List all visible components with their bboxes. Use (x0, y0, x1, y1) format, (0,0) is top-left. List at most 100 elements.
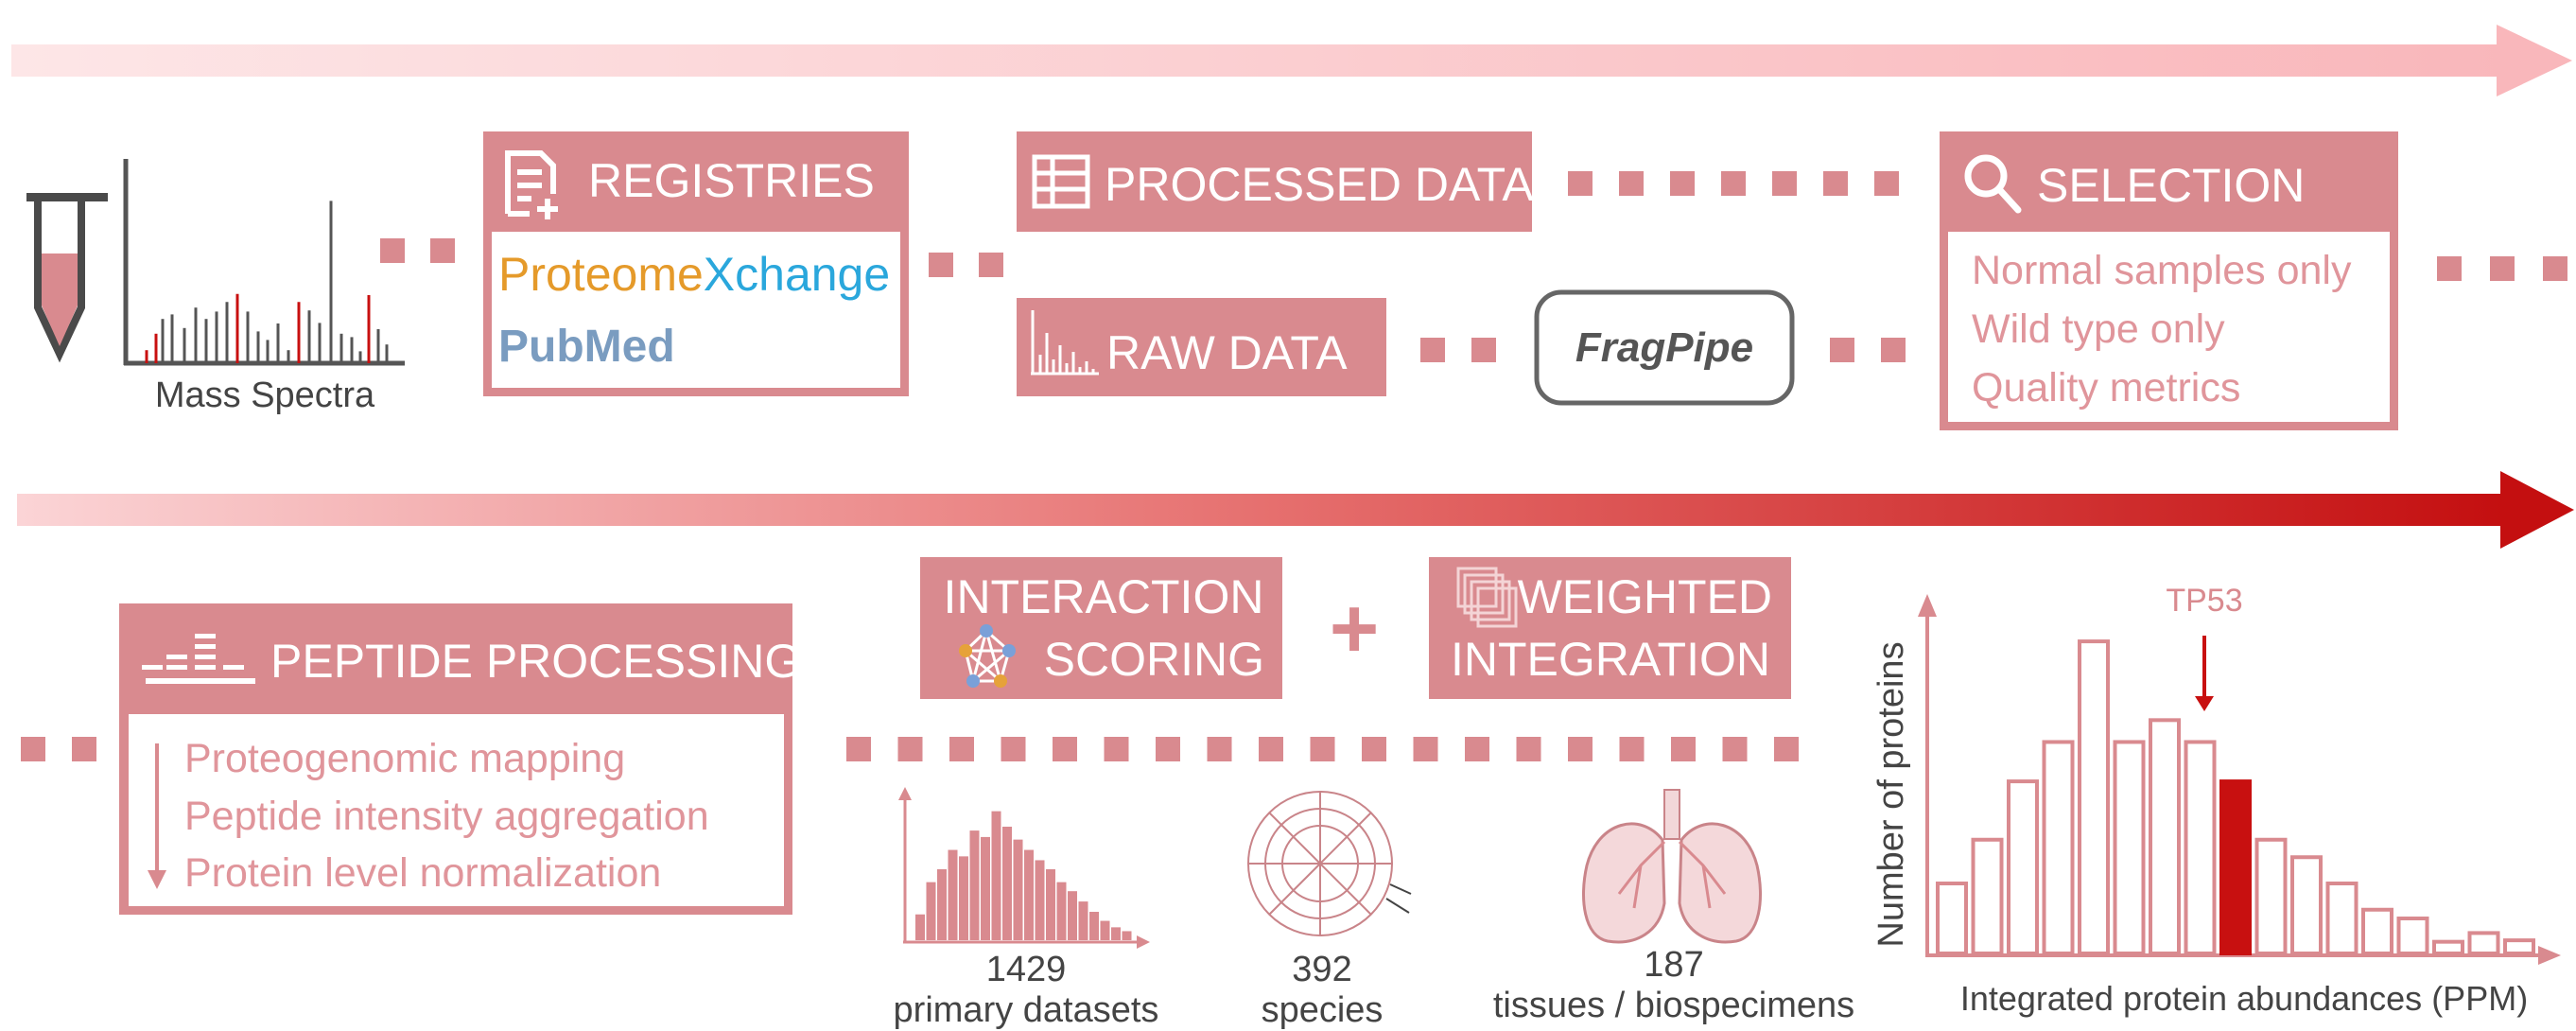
stat-label: tissues / biospecimens (1493, 986, 1854, 1025)
lungs-icon (1581, 789, 1763, 944)
abundance-histogram: TP53 Number of proteins Integrated prote… (1871, 583, 2561, 1018)
mini-histogram-bar (1068, 891, 1077, 940)
spectrum-small-icon (1031, 310, 1099, 376)
peptide-processing-title: PEPTIDE PROCESSING (270, 635, 801, 688)
histogram-bar (2432, 939, 2464, 956)
connector-dot (1619, 737, 1645, 761)
phylogenetic-tree-icon (1247, 791, 1412, 936)
proteomexchange-logo: ProteomeXchange (498, 248, 890, 301)
connector-dot (1053, 737, 1077, 761)
registries-title: REGISTRIES (588, 154, 875, 207)
connector-dots-row2 (846, 737, 1799, 761)
selection-item: Wild type only (1972, 306, 2225, 352)
processed-data-title: PROCESSED DATA (1105, 158, 1534, 211)
selection-box: SELECTION Normal samples only Wild type … (1940, 131, 2398, 430)
connector-dot (1310, 737, 1335, 761)
connector-dot (1259, 737, 1283, 761)
pubmed-logo: PubMed (498, 322, 675, 372)
raw-data-box: RAW DATA (1017, 298, 1386, 396)
top-flow-arrow (11, 25, 2572, 96)
mini-histogram-bar (991, 811, 1001, 940)
mass-spectra-label: Mass Spectra (155, 376, 375, 415)
peptide-step: Protein level normalization (184, 850, 661, 896)
datasets-mini-histogram (898, 787, 1150, 949)
mini-histogram-bar (1100, 920, 1110, 940)
histogram-bar (2184, 740, 2217, 955)
fragpipe-label: FragPipe (1575, 324, 1753, 371)
histogram-bar (2113, 740, 2146, 955)
histogram-bar (2467, 931, 2500, 956)
histogram-bar (2042, 740, 2075, 955)
connector-dot (1104, 737, 1129, 761)
processed-data-box: PROCESSED DATA (1017, 131, 1534, 232)
connector-dot (897, 737, 923, 761)
mini-histogram-bar (959, 856, 968, 940)
connector-dot (1001, 737, 1026, 761)
histogram-bar (2325, 882, 2358, 955)
mini-histogram-bar (969, 830, 980, 940)
histogram-bar (2361, 907, 2393, 955)
connector-dot (1516, 737, 1541, 761)
mass-spectra-icon (123, 159, 405, 366)
mini-histogram-bar (1078, 901, 1088, 940)
registries-box: REGISTRIES ProteomeXchange PubMed (483, 131, 909, 396)
peptide-step: Proteogenomic mapping (184, 736, 625, 781)
histogram-bar (2007, 779, 2039, 955)
document-icon (505, 150, 558, 219)
connector-dot (1156, 737, 1180, 761)
tp53-label: TP53 (2166, 583, 2242, 619)
test-tube-icon (26, 193, 108, 363)
mini-histogram-bar (1089, 912, 1099, 940)
connector-dot (949, 737, 974, 761)
tp53-arrow-head (2195, 696, 2214, 711)
mini-histogram-bar (1046, 869, 1055, 940)
peptide-processing-box: PEPTIDE PROCESSING Proteogenomic mapping… (119, 603, 801, 915)
mini-histogram-bar (926, 882, 936, 940)
selection-item: Normal samples only (1972, 248, 2352, 293)
layers-icon (1456, 567, 1518, 628)
selection-title: SELECTION (2037, 159, 2305, 212)
table-icon (1032, 154, 1090, 209)
connector-dot (1362, 737, 1386, 761)
interaction-title-line1: INTERACTION (944, 570, 1264, 623)
mini-histogram-bar (1002, 827, 1012, 940)
peptide-bars-icon (142, 634, 255, 684)
histogram-bar (2078, 639, 2110, 955)
down-arrow-icon (148, 743, 166, 889)
mini-histogram-bar (1013, 839, 1023, 940)
histogram-bar (2254, 837, 2288, 955)
weighted-integration-box: WEIGHTED INTEGRATION (1429, 557, 1791, 699)
histogram-bar (2149, 718, 2181, 955)
network-icon (959, 624, 1016, 688)
weighted-title-line1: WEIGHTED (1518, 570, 1772, 623)
magnifier-icon (1964, 154, 2022, 214)
connector-dot (1465, 737, 1489, 761)
weighted-title-line2: INTEGRATION (1451, 633, 1770, 686)
histogram-bar (1936, 882, 1968, 955)
raw-data-title: RAW DATA (1106, 326, 1348, 379)
plus-sign: + (1330, 582, 1380, 676)
mini-histogram-bar (1122, 931, 1132, 940)
mini-histogram-bar (937, 869, 947, 940)
connector-dot (846, 737, 871, 761)
bottom-flow-arrow (17, 471, 2574, 549)
connector-dot (1413, 737, 1438, 761)
mini-histogram-bar (1111, 927, 1121, 940)
mini-histogram-bar (981, 836, 990, 940)
connector-dot (1722, 737, 1748, 761)
histogram-bar-highlight (2219, 779, 2252, 955)
mini-histogram-bar (1035, 860, 1045, 940)
stat-number: 187 (1644, 945, 1703, 985)
chart-ylabel: Number of proteins (1871, 641, 1911, 947)
stat-number: 1429 (986, 950, 1067, 989)
mini-histogram-bar (1024, 849, 1034, 940)
histogram-bar (2503, 938, 2535, 955)
mini-histogram-bar (915, 914, 925, 940)
selection-item: Quality metrics (1972, 365, 2240, 411)
peptide-step: Peptide intensity aggregation (184, 794, 709, 839)
interaction-scoring-box: INTERACTION SCORING (920, 557, 1282, 699)
xchange-text: Xchange (704, 248, 890, 301)
fragpipe-pill: FragPipe (1534, 289, 1795, 406)
histogram-bar (2290, 855, 2323, 955)
